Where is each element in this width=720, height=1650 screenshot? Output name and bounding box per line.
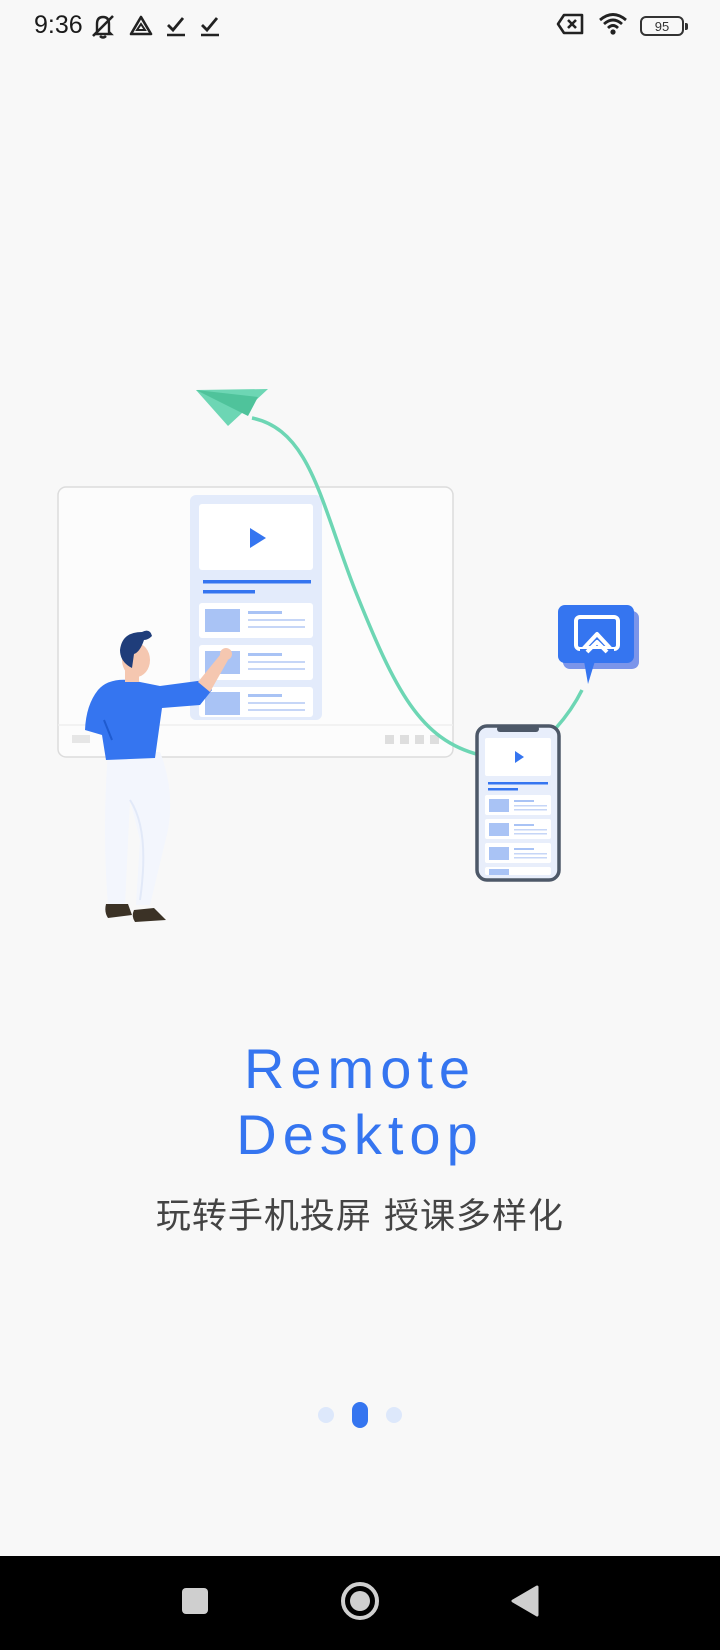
square-icon bbox=[180, 1586, 210, 1620]
title-line-2: Desktop bbox=[236, 1103, 484, 1166]
person-illustration bbox=[85, 630, 232, 922]
status-icons-right: 95 bbox=[556, 12, 688, 40]
status-icons-left bbox=[88, 12, 222, 44]
title-line-1: Remote bbox=[243, 1037, 477, 1100]
paper-plane-illustration bbox=[196, 389, 268, 426]
phone-illustration bbox=[475, 724, 561, 882]
back-button[interactable] bbox=[480, 1556, 570, 1650]
battery-level: 95 bbox=[654, 18, 670, 34]
page-dot-3[interactable] bbox=[386, 1407, 402, 1423]
onboarding-subtitle: 玩转手机投屏 授课多样化 bbox=[155, 1197, 565, 1237]
check-icon bbox=[164, 14, 188, 42]
cast-path-curve bbox=[251, 416, 481, 757]
status-time: 9:36 bbox=[34, 11, 83, 39]
system-nav-bar bbox=[0, 1556, 720, 1650]
page-indicator bbox=[0, 1400, 720, 1430]
back-triangle-icon bbox=[509, 1584, 541, 1622]
check-icon bbox=[198, 14, 222, 42]
home-button[interactable] bbox=[315, 1556, 405, 1650]
status-bar: 9:36 bbox=[0, 0, 720, 54]
sim-x-icon bbox=[556, 12, 586, 40]
onboarding-title: Remote Desktop bbox=[0, 1036, 720, 1168]
cast-icon-illustration bbox=[558, 605, 639, 684]
alert-triangle-icon bbox=[128, 14, 154, 42]
recent-apps-button[interactable] bbox=[150, 1556, 240, 1650]
mute-icon bbox=[88, 12, 118, 44]
cast-link-curve bbox=[554, 689, 584, 730]
page-dot-2-active[interactable] bbox=[352, 1402, 368, 1428]
page-dot-1[interactable] bbox=[318, 1407, 334, 1423]
battery-icon: 95 bbox=[640, 16, 688, 36]
circle-icon bbox=[339, 1580, 381, 1626]
wifi-icon bbox=[598, 12, 628, 40]
